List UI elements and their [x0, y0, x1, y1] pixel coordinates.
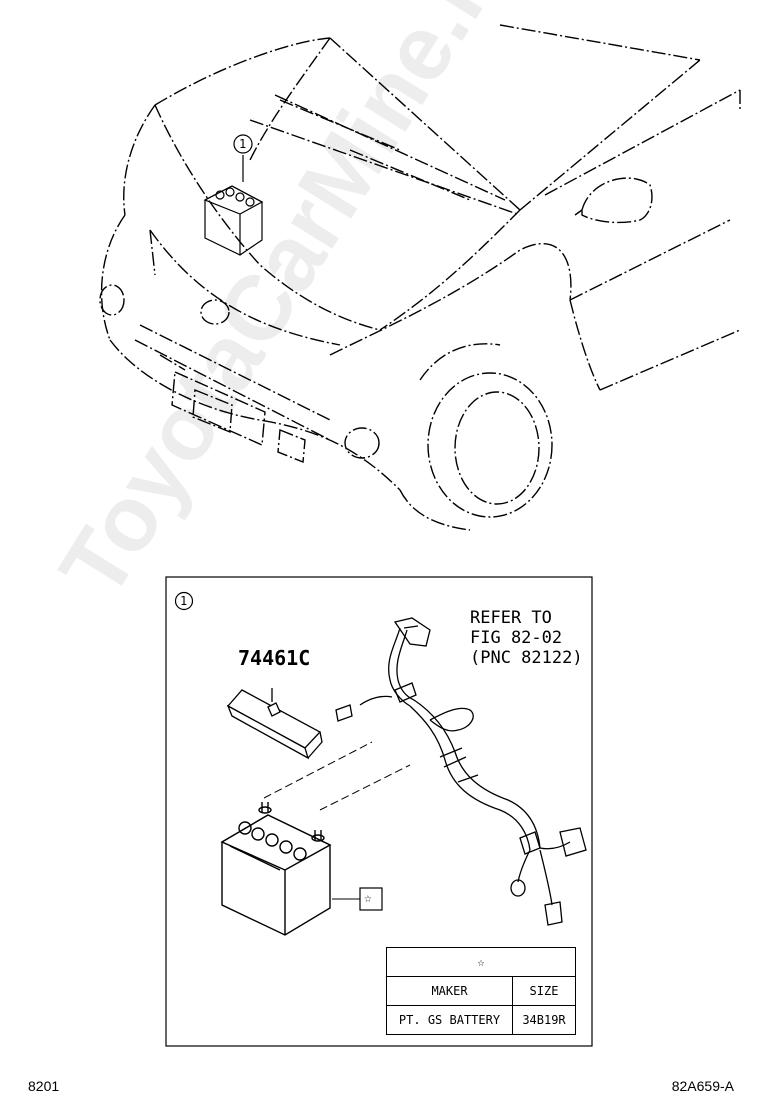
detail-callout-number: 1 — [180, 594, 188, 608]
battery-cable-harness — [335, 617, 587, 926]
spec-table-header-size: SIZE — [512, 976, 576, 1006]
part-number-label: 74461C — [238, 646, 311, 670]
battery-spec-table: ☆ MAKER SIZE PT. GS BATTERY 34B19R — [386, 947, 576, 1035]
refer-note-line-3: (PNC 82122) — [470, 648, 583, 668]
refer-note-line-1: REFER TO — [470, 608, 552, 628]
battery-spec-marker — [332, 887, 383, 911]
battery-spec-marker-symbol: ☆ — [364, 891, 372, 906]
page-number: 8201 — [28, 1078, 60, 1094]
spec-table-header-maker: MAKER — [386, 976, 513, 1006]
battery — [220, 802, 332, 936]
car-outline — [99, 24, 741, 531]
spec-table-cell-maker: PT. GS BATTERY — [386, 1005, 513, 1035]
illustration-code: 82A659-A — [671, 1078, 734, 1094]
detail-callout-circle — [174, 591, 194, 611]
battery-bracket — [226, 688, 323, 760]
detail-frame — [165, 576, 593, 1047]
car-battery-icon — [203, 155, 264, 256]
car-callout-number: 1 — [239, 137, 247, 151]
guide-lines — [263, 741, 411, 811]
spec-table-cell-size: 34B19R — [512, 1005, 576, 1035]
spec-table-symbol: ☆ — [386, 947, 576, 977]
car-callout — [233, 134, 253, 154]
refer-note-line-2: FIG 82-02 — [470, 628, 563, 648]
refer-note: REFER TO FIG 82-02 (PNC 82122) — [470, 610, 583, 667]
